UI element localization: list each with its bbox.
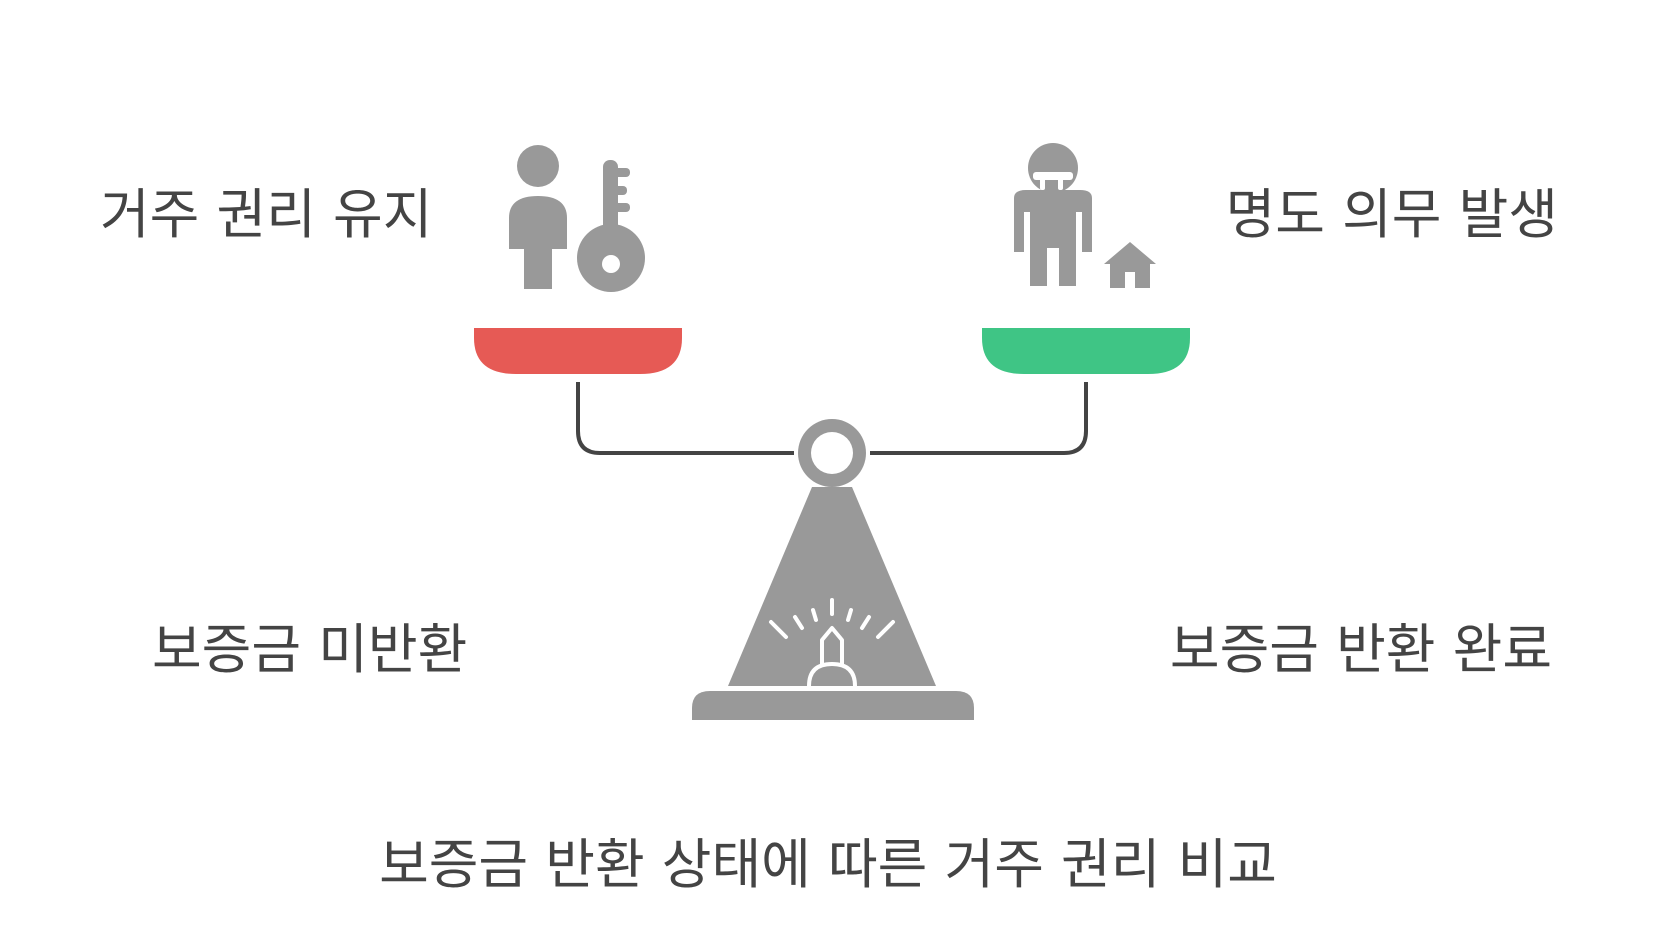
right-bottom-label: 보증금 반환 완료: [1169, 618, 1552, 681]
gauge-ticks: [769, 598, 895, 639]
scale-beam-right: [870, 382, 1088, 455]
gauge-dome: [807, 661, 857, 687]
scale-stand: [728, 487, 936, 686]
left-pan: [474, 328, 682, 374]
diagram-caption: 보증금 반환 상태에 따른 거주 권리 비교: [379, 833, 1277, 896]
gauge-needle: [820, 626, 844, 664]
person-icon: [509, 145, 567, 289]
person-leaving-icon: [1014, 143, 1092, 286]
left-top-label: 거주 권리 유지: [100, 183, 433, 246]
left-bottom-label: 보증금 미반환: [152, 618, 468, 681]
right-top-label: 명도 의무 발생: [1225, 183, 1558, 246]
key-icon: [577, 160, 645, 292]
scale-beam: [576, 382, 794, 455]
house-icon: [1104, 242, 1156, 288]
right-pan: [982, 328, 1190, 374]
scale-base: [692, 691, 974, 720]
pivot-hole: [811, 432, 853, 474]
